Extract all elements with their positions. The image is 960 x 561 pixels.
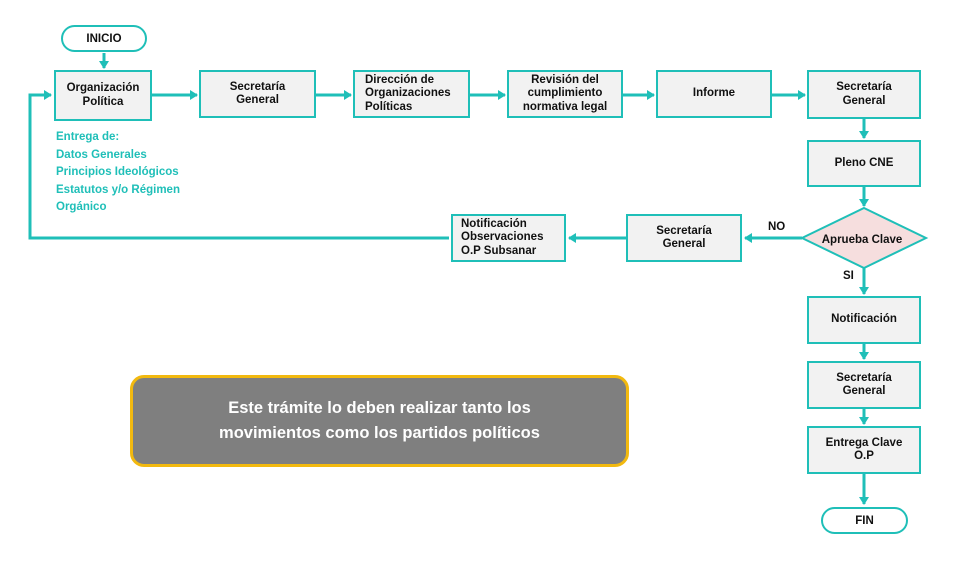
organizacion-politica-box: Organización Política [54,70,152,121]
entrega-clave-box: Entrega Clave O.P [807,426,921,474]
arrow-return-loop [28,90,449,240]
note-line: Orgánico [56,201,107,213]
decision-diamond [799,206,929,270]
secretaria-general-box-4: Secretaría General [807,361,921,409]
note-line: Principios Ideológicos [56,166,179,178]
pleno-cne-box: Pleno CNE [807,140,921,187]
branch-no-label: NO [768,221,786,233]
direccion-organizaciones-box: Dirección de Organizaciones Políticas [353,70,470,118]
info-banner: Este trámite lo deben realizar tanto los… [130,375,629,467]
secretaria-general-box-2: Secretaría General [807,70,921,119]
aprueba-clave-label: Aprueba Clave [821,234,903,246]
note-line: Entrega de: [56,131,120,143]
note-line: Datos Generales [56,148,147,161]
note-line: Estatutos y/o Régimen [56,183,180,196]
notificacion-observaciones-box: Notificación Observaciones O.P Subsanar [451,214,566,262]
revision-cumplimiento-box: Revisión del cumplimiento normativa lega… [507,70,623,118]
start-terminal: INICIO [61,25,147,52]
secretaria-general-box-3: Secretaría General [626,214,742,262]
entrega-note: Entrega de: Datos Generales Principios I… [56,129,236,217]
branch-si-label: SI [843,270,854,282]
informe-box: Informe [656,70,772,118]
end-terminal: FIN [821,507,908,534]
banner-text: Este trámite lo deben realizar tanto los… [219,399,540,442]
notificacion-box: Notificación [807,296,921,344]
secretaria-general-box-1: Secretaría General [199,70,316,118]
